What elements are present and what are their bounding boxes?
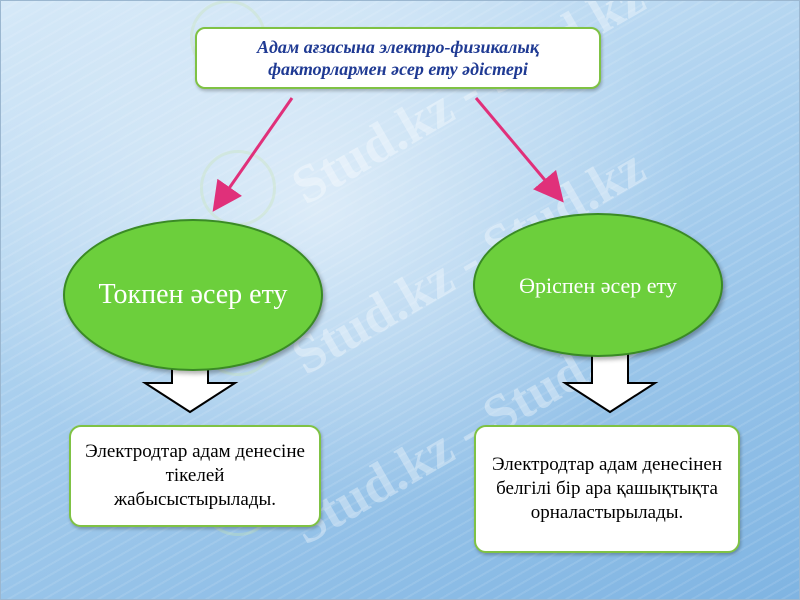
description-box-field: Электродтар адам денесінен белгілі бір а… — [474, 425, 740, 553]
method-label-current: Токпен әсер ету — [98, 279, 288, 310]
method-label-field: Өріспен әсер ету — [519, 272, 677, 298]
method-ellipse-field: Өріспен әсер ету — [473, 213, 723, 357]
description-text-current: Электродтар адам денесіне тікелей жабысы… — [85, 441, 305, 510]
description-box-current: Электродтар адам денесіне тікелей жабысы… — [69, 425, 321, 527]
arrow-to-left-method — [212, 97, 294, 212]
down-arrow-right — [561, 353, 659, 414]
title-text: Адам ағзасына электро-физикалық факторла… — [257, 37, 539, 79]
title-box: Адам ағзасына электро-физикалық факторла… — [195, 27, 601, 89]
arrow-to-right-method — [474, 97, 564, 203]
description-text-field: Электродтар адам денесінен белгілі бір а… — [491, 454, 723, 523]
method-ellipse-current: Токпен әсер ету — [63, 219, 323, 371]
